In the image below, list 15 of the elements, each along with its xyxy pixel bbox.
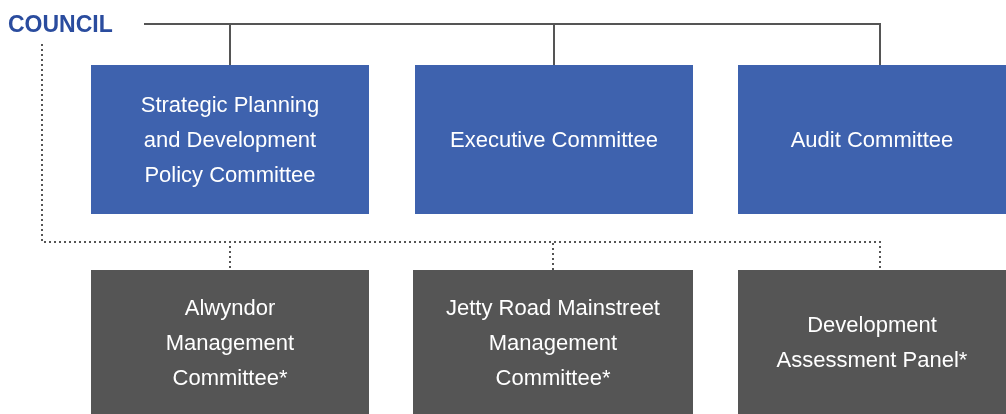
committee-box: [415, 65, 693, 214]
committee-name: Strategic Planning and Development Policy Committee: [139, 91, 321, 189]
heading-label: COUNCIL: [8, 8, 138, 40]
committee-name: Alwyndor Management Committee*: [164, 293, 296, 392]
committee-name: Development Assessment Panel*: [775, 311, 969, 374]
committee-name: Jetty Road Mainstreet Management Committee*: [445, 293, 661, 392]
committee-name: Audit Committee: [790, 126, 954, 154]
committee-box: [738, 65, 1006, 214]
committee-box: [738, 270, 1006, 414]
connector-line: [143, 23, 881, 66]
dotted-connector: [41, 43, 881, 271]
committee-box: [413, 270, 693, 414]
committee-box: [91, 270, 369, 414]
committee-box: [91, 65, 369, 214]
committee-name: Executive Committee: [450, 126, 658, 154]
